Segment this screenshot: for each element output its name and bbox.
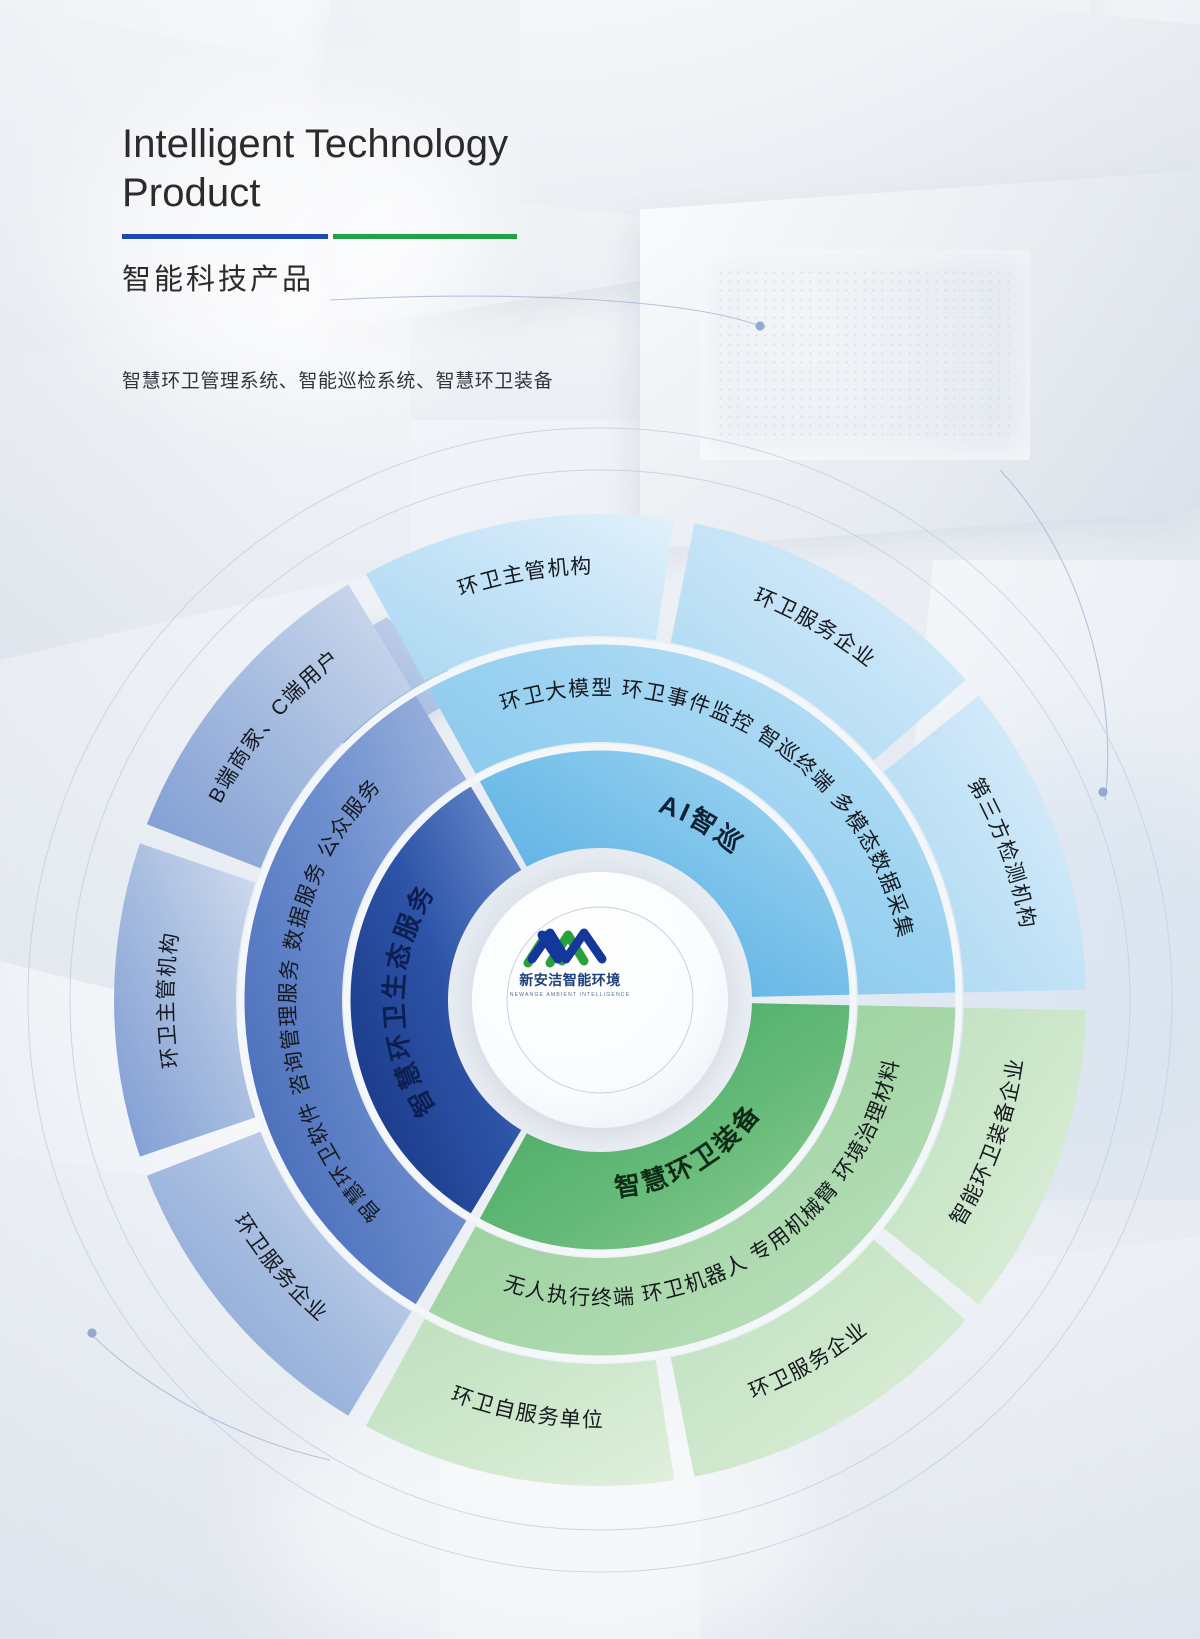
ring-divider: [343, 743, 857, 1257]
logo-name-cn: 新安洁智能环境: [519, 972, 621, 988]
logo-name-en: NEWANGE AMBIENT INTELLIGENCE: [510, 992, 630, 998]
title-rule-bar: [122, 233, 517, 239]
outer-segment-eco-service-2[interactable]: [146, 584, 412, 869]
outer-segment-ai-patrol-2[interactable]: [883, 695, 1086, 993]
core-segment-eco-service[interactable]: [349, 786, 522, 1214]
ring-divider: [237, 637, 963, 1363]
page-title-english-line1: Intelligent Technology: [122, 122, 509, 166]
hub-disc: [472, 872, 728, 1128]
mid-segment-eco-service[interactable]: [243, 695, 467, 1305]
core-segment-smart-equipment[interactable]: [479, 1003, 850, 1250]
rule-segment-green: [333, 233, 517, 239]
outer-segment-ai-patrol-0[interactable]: [365, 514, 675, 682]
mid-segment-smart-equipment[interactable]: [428, 1005, 956, 1356]
company-logo: 新安洁智能环境 NEWANGE AMBIENT INTELLIGENCE: [506, 889, 634, 1017]
outer-segment-ai-patrol-1[interactable]: [670, 523, 966, 761]
page-title-english-line2: Product: [122, 170, 261, 215]
mid-segment-ai-patrol[interactable]: [428, 644, 956, 995]
page-header: Intelligent Technology Product 智能科技产品: [122, 120, 822, 298]
page-title-chinese: 智能科技产品: [122, 263, 315, 296]
page-title-english: Intelligent Technology Product: [122, 120, 822, 218]
page-subtitle: 智慧环卫管理系统、智能巡检系统、智慧环卫装备: [122, 371, 554, 392]
rule-segment-blue: [122, 233, 328, 239]
outer-segment-smart-equipment-0[interactable]: [883, 1007, 1086, 1305]
outer-segment-smart-equipment-2[interactable]: [365, 1318, 675, 1487]
logo-mark: [523, 928, 607, 968]
outer-segment-eco-service-1[interactable]: [114, 843, 256, 1157]
outer-segment-smart-equipment-1[interactable]: [670, 1239, 966, 1477]
core-segment-ai-patrol[interactable]: [479, 749, 850, 997]
outer-segment-eco-service-0[interactable]: [146, 1131, 412, 1416]
hub-inner-circle: [506, 906, 694, 1094]
